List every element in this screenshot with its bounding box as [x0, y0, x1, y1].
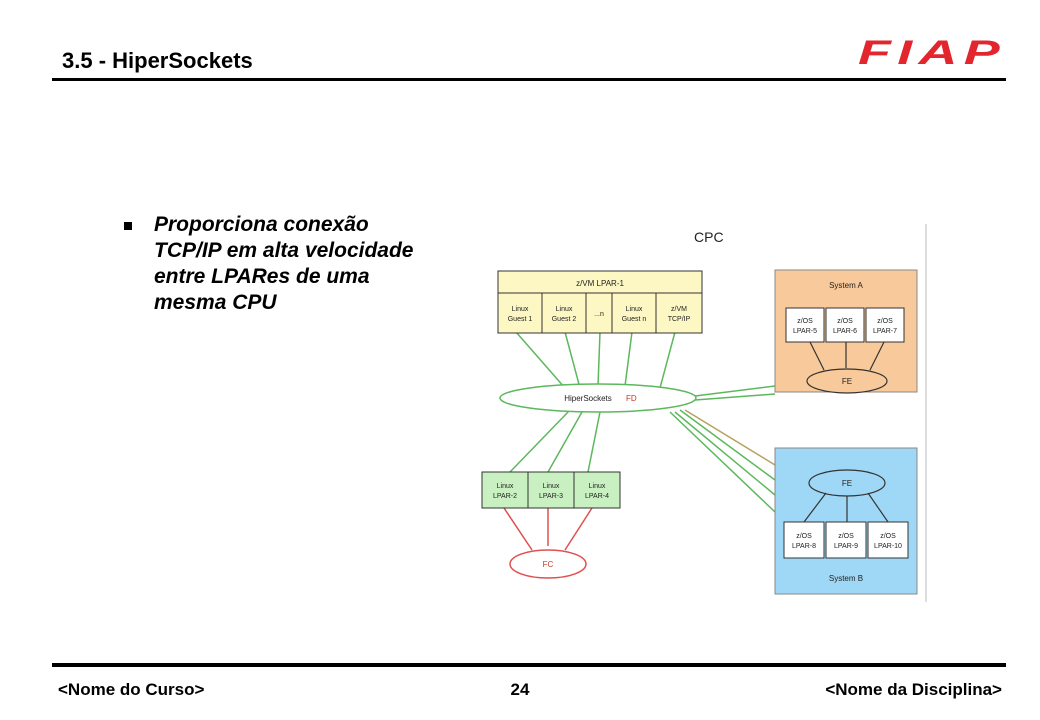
- linux-lpar-box-label: Linux: [589, 483, 606, 490]
- system-a-fe-ellipse: [806, 368, 888, 394]
- fc-ellipse: [509, 549, 587, 579]
- header-divider: [52, 78, 1006, 81]
- system-a-fe-label: FE: [842, 377, 852, 386]
- system-b-title: System B: [829, 574, 863, 583]
- zvm-guest-box-label: z/VM: [671, 306, 687, 313]
- linux-lpar-box-label: LPAR-3: [539, 493, 563, 500]
- system-b-lpar-box-label: LPAR-10: [874, 543, 902, 550]
- hipersockets-ellipse: [499, 383, 697, 413]
- green-connections: [509, 331, 776, 513]
- zvm-guest-box-label: ...n: [594, 311, 604, 318]
- system-b: FE z/OS LPAR-8 z/OS LPAR-9 z/OS LPAR-10 Syste…: [774, 447, 918, 595]
- olive-connection: [684, 409, 776, 466]
- system-b-lpar-box-label: z/OS: [796, 533, 812, 540]
- footer-course: <Nome do Curso>: [58, 680, 205, 699]
- system-a: System A z/OSLPAR-5z/OSLPAR-6z/OSLPAR-7 …: [774, 269, 918, 394]
- linux-lpar-box-label: LPAR-2: [493, 493, 517, 500]
- hipersockets-fd-label: FD: [626, 394, 637, 403]
- system-b-lpar-box-label: z/OS: [838, 533, 854, 540]
- zvm-guest-box: ...n: [585, 292, 613, 334]
- fc-label: FC: [543, 560, 554, 569]
- footer-page-number: 24: [510, 680, 530, 699]
- zvm-title: z/VM LPAR-1: [576, 279, 624, 288]
- system-b-lpar-box-label: z/OS: [880, 533, 896, 540]
- zvm-guest-box-label: Guest 1: [508, 316, 533, 323]
- system-b-lpar-box-label: LPAR-8: [792, 543, 816, 550]
- zvm-guest-box: z/VM TCP/IP: [655, 292, 703, 334]
- zvm-guest-box-label: Guest n: [622, 316, 647, 323]
- fiap-logo: FIAP: [858, 36, 1006, 70]
- footer-discipline: <Nome da Disciplina>: [825, 680, 1002, 699]
- system-b-lpar-box: z/OS LPAR-10: [867, 521, 909, 559]
- bullet-square-icon: [124, 222, 132, 230]
- system-b-fe-label: FE: [842, 479, 852, 488]
- zvm-guest-box-label: Linux: [626, 306, 643, 313]
- bullet-text: Proporciona conexão TCP/IP em alta veloc…: [154, 213, 414, 314]
- system-a-lpar-box-label: LPAR-7: [873, 328, 897, 335]
- zvm-guest-box-label: Linux: [512, 306, 529, 313]
- linux-lpar-box-label: Linux: [497, 483, 514, 490]
- zvm-guest-box-label: Guest 2: [552, 316, 577, 323]
- linux-lpar-box-label: Linux: [543, 483, 560, 490]
- red-connections: [503, 507, 593, 551]
- system-a-lpar-box: z/OS LPAR-5: [785, 307, 825, 343]
- footer-divider: [52, 663, 1006, 667]
- zvm-guest-box-label: Linux: [556, 306, 573, 313]
- hipersockets-label: HiperSockets: [564, 394, 612, 403]
- system-a-lpar-box-label: z/OS: [877, 318, 893, 325]
- linux-lpar-box-label: LPAR-4: [585, 493, 609, 500]
- system-a-title: System A: [829, 281, 863, 290]
- system-a-lpar-box-label: LPAR-6: [833, 328, 857, 335]
- system-b-lpar-box-label: LPAR-9: [834, 543, 858, 550]
- slide-title: 3.5 - HiperSockets: [62, 48, 253, 73]
- system-a-lpar-box: z/OS LPAR-7: [865, 307, 905, 343]
- system-b-lpar-box: z/OS LPAR-9: [825, 521, 867, 559]
- system-a-lpar-box-label: z/OS: [837, 318, 853, 325]
- system-a-lpar-box-label: z/OS: [797, 318, 813, 325]
- system-b-lpar-box: z/OS LPAR-8: [783, 521, 825, 559]
- zvm-guest-box-label: TCP/IP: [668, 316, 691, 323]
- system-a-lpar-box-label: LPAR-5: [793, 328, 817, 335]
- system-a-lpar-box: z/OS LPAR-6: [825, 307, 865, 343]
- logo-text: FIAP: [858, 36, 1006, 70]
- cpc-label: CPC: [694, 229, 724, 245]
